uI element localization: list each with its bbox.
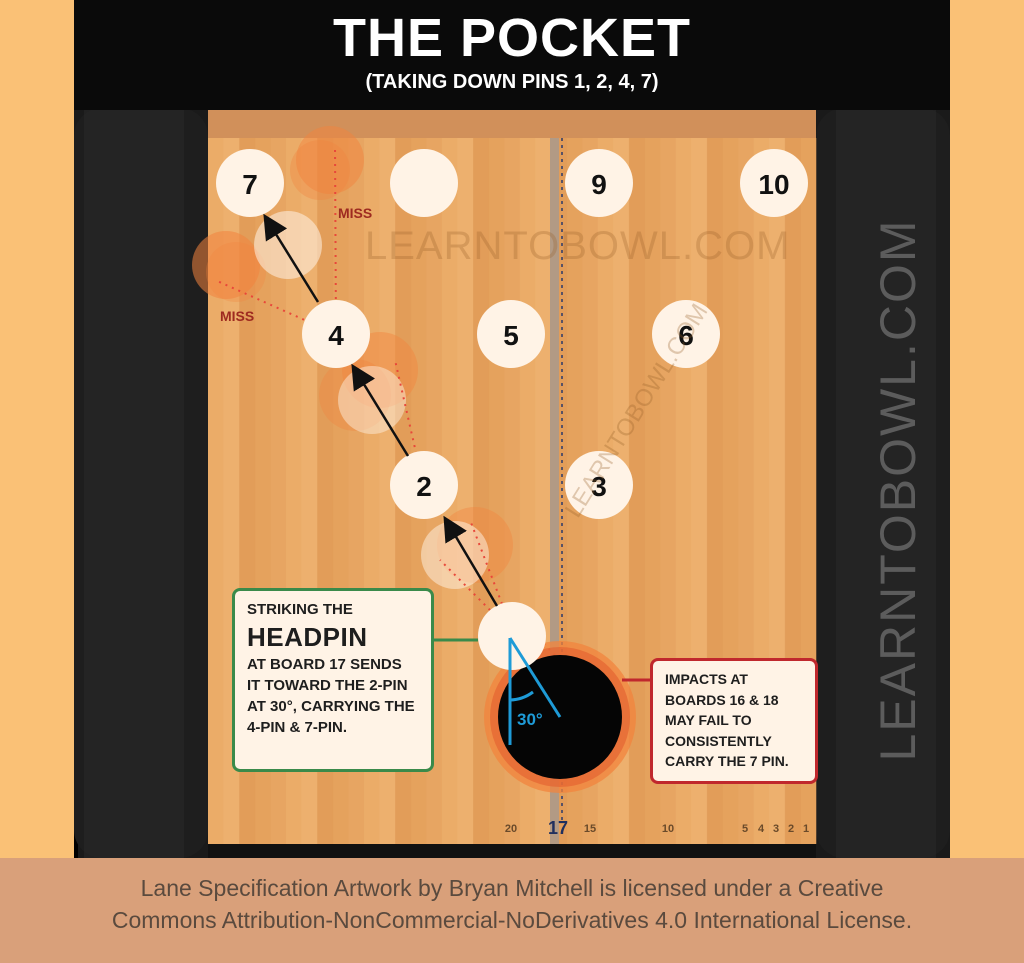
svg-text:2: 2: [416, 471, 432, 502]
board-number-1: 1: [803, 823, 809, 835]
angle-label: 30°: [517, 710, 543, 729]
board-number-3: 3: [773, 823, 779, 835]
callout-headpin-title: HEADPIN: [247, 622, 368, 652]
lane-board: [628, 138, 646, 844]
pin-deck-edge: [208, 108, 816, 138]
miss-label-top: MISS: [338, 205, 372, 221]
lane-board: [457, 138, 474, 844]
board-marker-17: 17: [548, 818, 568, 838]
callout-headpin-body: AT BOARD 17 SENDS IT TOWARD THE 2-PIN AT…: [247, 656, 415, 736]
svg-text:5: 5: [503, 320, 519, 351]
pin-3: 3: [565, 451, 633, 519]
pin-8: [390, 149, 458, 217]
credit-line-1: Lane Specification Artwork by Bryan Mitc…: [140, 875, 884, 901]
lane-board: [208, 138, 225, 844]
license-credit: Lane Specification Artwork by Bryan Mitc…: [0, 872, 1024, 936]
board-number-20: 20: [505, 823, 517, 835]
pin-5: 5: [477, 300, 545, 368]
svg-text:10: 10: [758, 169, 789, 200]
watermark-vertical-text: LEARNTOBOWL.COM: [870, 218, 926, 762]
pin-9: 9: [565, 149, 633, 217]
board-number-5: 5: [742, 823, 748, 835]
board-17-line: [550, 138, 559, 848]
svg-text:9: 9: [591, 169, 607, 200]
board-number-2: 2: [788, 823, 794, 835]
pin-6: 6: [652, 300, 720, 368]
watermark-vertical: LEARNTOBOWL.COM: [870, 200, 926, 780]
svg-text:3: 3: [591, 471, 607, 502]
pin-10: 10: [740, 149, 808, 217]
callout-headpin-line1: STRIKING THE: [247, 601, 353, 618]
page-title: THE POCKET: [332, 8, 692, 68]
page-subtitle: (TAKING DOWN PINS 1, 2, 4, 7): [365, 71, 659, 93]
pin-2: 2: [390, 451, 458, 519]
pin-7: 7: [216, 149, 284, 217]
watermark-horizontal: LEARNTOBOWL.COM: [365, 224, 791, 268]
ghost-impacts: [192, 126, 513, 589]
svg-text:6: 6: [678, 320, 694, 351]
footer: [0, 858, 1024, 963]
title-bar: [74, 0, 950, 110]
pin-1-headpin: [478, 602, 546, 670]
board-number-10: 10: [662, 823, 674, 835]
deflection-arrows: [263, 213, 499, 607]
svg-text:4: 4: [328, 320, 344, 351]
credit-line-2: Commons Attribution-NonCommercial-NoDeri…: [111, 907, 913, 933]
svg-text:7: 7: [242, 169, 258, 200]
angle-indicator: [508, 637, 562, 745]
pin-4: 4: [302, 300, 370, 368]
callout-impacts: IMPACTS AT BOARDS 16 & 18 MAY FAIL TO CO…: [650, 658, 818, 784]
callout-headpin: STRIKING THE HEADPIN AT BOARD 17 SENDS I…: [232, 588, 434, 772]
board-number-15: 15: [584, 823, 596, 835]
miss-label-left: MISS: [220, 308, 254, 324]
board-number-4: 4: [758, 823, 765, 835]
